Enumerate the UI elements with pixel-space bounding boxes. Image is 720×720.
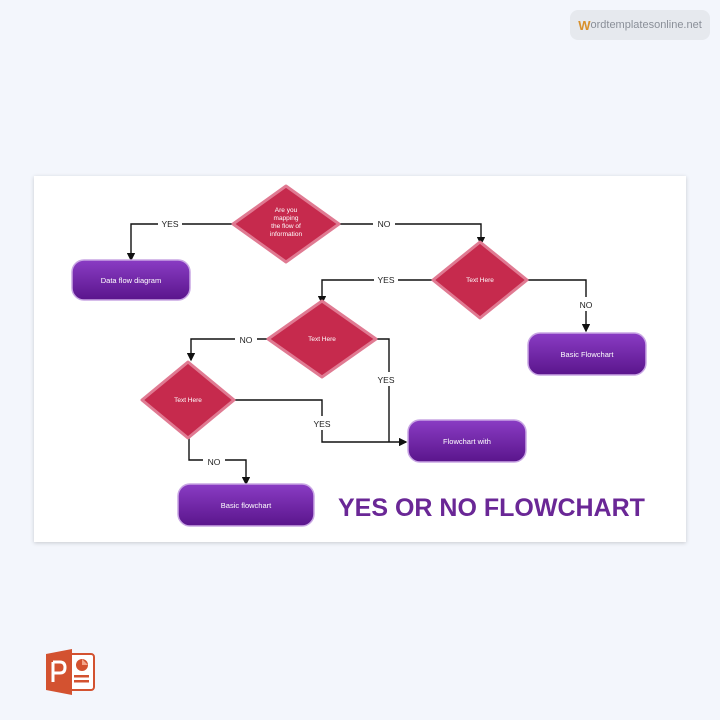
flowchart-canvas: YES NO YES NO NO YES YES NO Are you mapp… [71, 184, 647, 527]
box-basic-bottom-label: Basic flowchart [221, 501, 272, 510]
q2-label: Text Here [466, 277, 494, 284]
decision-node-q4: Text Here [140, 360, 236, 440]
label-q1-yes: YES [161, 219, 178, 229]
q1-line-4: information [270, 231, 303, 238]
edge-q3-yes [376, 338, 390, 442]
decision-node-q1: Are you mapping the flow of information [231, 184, 341, 264]
label-q3-yes: YES [377, 375, 394, 385]
decision-node-q2: Text Here [431, 240, 529, 320]
box-flowchart-with-label: Flowchart with [443, 437, 491, 446]
powerpoint-icon [44, 648, 98, 696]
label-q2-yes: YES [377, 275, 394, 285]
edge-q2-no [527, 279, 591, 333]
flowchart-slide: YES NO YES NO NO YES YES NO Are you mapp… [34, 176, 686, 542]
decision-node-q3: Text Here [266, 299, 378, 379]
q1-line-1: Are you [275, 207, 298, 214]
q1-line-3: the flow of [271, 223, 301, 230]
label-q1-no: NO [378, 219, 391, 229]
watermark-text: ordtemplatesonline.net [590, 19, 702, 31]
flowchart-title: YES OR NO FLOWCHART [338, 494, 645, 522]
box-data-flow-label: Data flow diagram [101, 276, 161, 285]
box-basic-flowchart-bottom: Basic flowchart [177, 483, 315, 527]
label-q4-yes: YES [313, 419, 330, 429]
q1-line-2: mapping [274, 215, 299, 222]
label-q3-no: NO [240, 335, 253, 345]
edge-q3-no [186, 338, 269, 362]
label-q2-no: NO [580, 300, 593, 310]
box-basic-right-label: Basic Flowchart [561, 350, 615, 359]
box-flowchart-with: Flowchart with [407, 419, 527, 463]
edge-q1-yes [126, 223, 234, 262]
q4-label: Text Here [174, 397, 202, 404]
q3-label: Text Here [308, 336, 336, 343]
box-data-flow-diagram: Data flow diagram [71, 259, 191, 301]
watermark-w-letter: W [578, 17, 591, 33]
label-q4-no: NO [208, 457, 221, 467]
edge-q1-no [339, 223, 486, 246]
box-basic-flowchart-right: Basic Flowchart [527, 332, 647, 376]
